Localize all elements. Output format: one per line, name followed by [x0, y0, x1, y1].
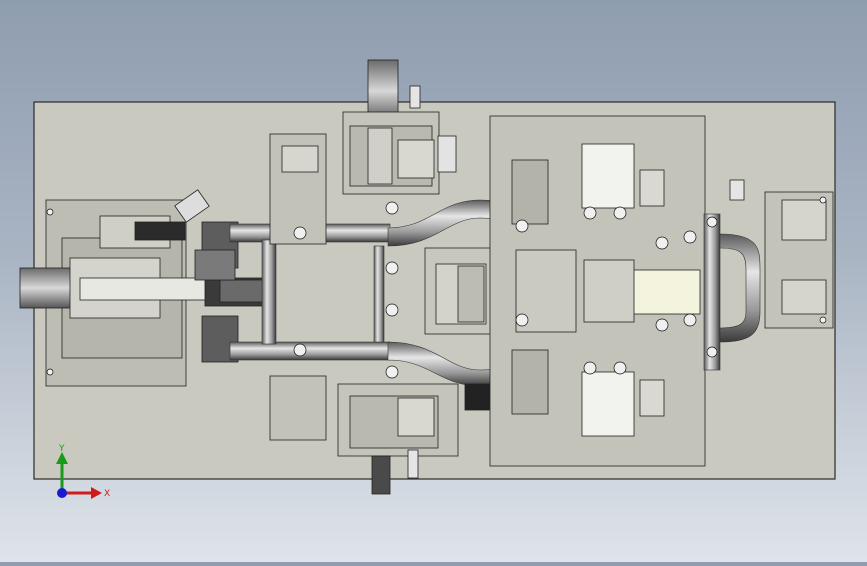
axis-triad: Y X [56, 444, 110, 499]
left-clamp-assembly[interactable] [19, 189, 276, 387]
u-tube[interactable] [703, 213, 761, 371]
cross-bars[interactable] [261, 239, 385, 345]
right-station[interactable] [489, 115, 706, 467]
z-axis-dot [57, 488, 67, 498]
y-axis-label: Y [58, 444, 65, 454]
x-axis-label: X [104, 489, 110, 499]
bottom-center-station[interactable] [269, 375, 494, 495]
far-right-station[interactable] [729, 179, 834, 329]
bolts [46, 196, 827, 379]
top-center-station[interactable] [269, 59, 457, 245]
